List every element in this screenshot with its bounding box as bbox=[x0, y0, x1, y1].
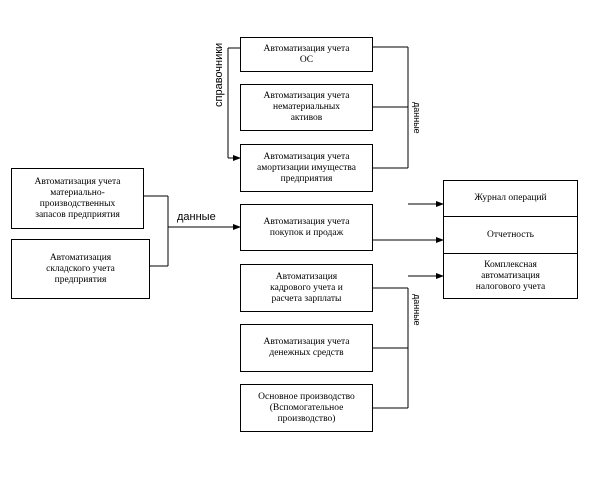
row-tax-automation: Комплексная автоматизация налогового уче… bbox=[475, 259, 546, 292]
box-depreciation: Автоматизация учета амортизации имуществ… bbox=[240, 144, 373, 192]
box-cash-accounting: Автоматизация учета денежных средств bbox=[240, 324, 373, 372]
right-box: Журнал операций Отчетность Комплексная а… bbox=[443, 180, 578, 299]
box-mpz-accounting: Автоматизация учета материально- произво… bbox=[11, 168, 144, 229]
label-reference-books: справочники bbox=[213, 42, 225, 108]
box-main-production: Основное производство (Вспомогательное п… bbox=[240, 384, 373, 432]
box-hr-payroll: Автоматизация кадрового учета и расчета … bbox=[240, 264, 373, 312]
box-os-accounting: Автоматизация учета ОС bbox=[240, 37, 373, 72]
box-warehouse-accounting: Автоматизация складского учета предприят… bbox=[11, 239, 150, 299]
box-purchases-sales: Автоматизация учета покупок и продаж bbox=[240, 204, 373, 251]
box-intangible-assets: Автоматизация учета нематериальных актив… bbox=[240, 84, 373, 131]
label-data-lower: данные bbox=[412, 294, 422, 326]
row-operations-journal: Журнал операций bbox=[444, 181, 577, 217]
label-data-horizontal: данные bbox=[177, 211, 216, 223]
label-data-upper: данные bbox=[412, 102, 422, 134]
row-reporting: Отчетность bbox=[444, 217, 577, 254]
